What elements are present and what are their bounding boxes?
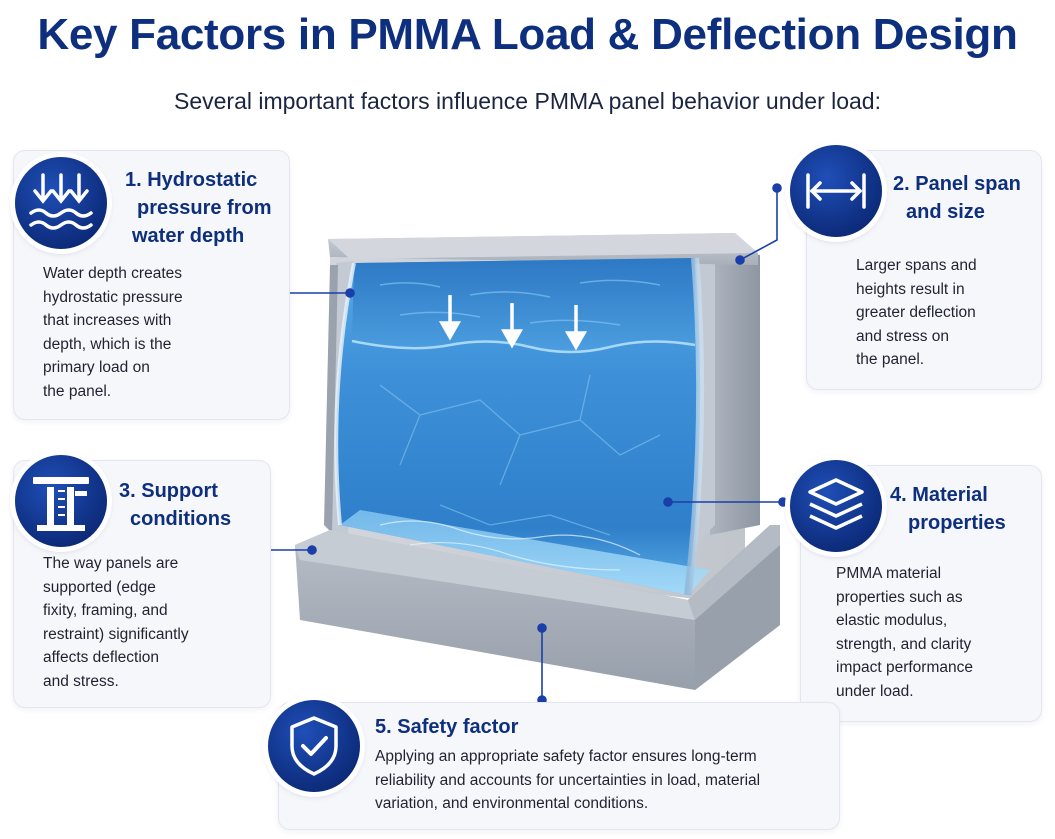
span-width-icon xyxy=(790,145,882,237)
pressure-arrows-icon xyxy=(15,157,107,249)
layers-icon xyxy=(790,460,882,552)
factor-title-3: 3. Support conditions xyxy=(119,480,232,530)
factor-card-safety-factor xyxy=(278,702,840,830)
factor-body-2: Larger spans and heights result in great… xyxy=(856,257,977,368)
page-title: Key Factors in PMMA Load & Deflection De… xyxy=(37,10,1018,59)
factor-body-4: PMMA material properties such as elastic… xyxy=(836,565,973,700)
page-subtitle: Several important factors influence PMMA… xyxy=(173,88,881,114)
factor-title-5: 5. Safety factor xyxy=(375,716,519,738)
factor-title-2: 2. Panel span and size xyxy=(893,173,1021,223)
pmma-tank-illustration xyxy=(295,233,780,690)
support-frame-icon xyxy=(15,455,107,547)
factor-body-3: The way panels are supported (edge fixit… xyxy=(43,555,189,690)
factor-title-4: 4. Material properties xyxy=(890,484,1006,534)
factor-body-5: Applying an appropriate safety factor en… xyxy=(375,748,761,812)
shield-check-icon xyxy=(268,700,360,792)
factor-body-1: Water depth creates hydrostatic pressure… xyxy=(43,265,183,400)
factor-title-1: 1. Hydrostatic pressure from water depth xyxy=(125,169,272,247)
